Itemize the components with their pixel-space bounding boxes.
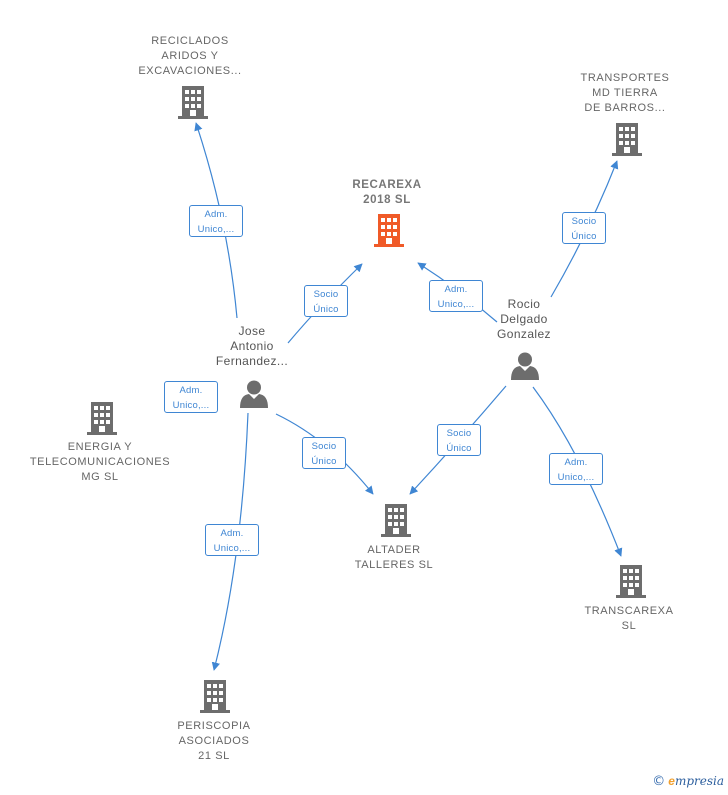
building-icon (178, 86, 208, 119)
company-label-energia[interactable]: ENERGIA Y TELECOMUNICACIONES MG SL (29, 441, 171, 483)
edge-label-jose-periscopia[interactable]: Adm. Unico,... (205, 524, 259, 556)
company-label-transportes[interactable]: TRANSPORTES MD TIERRA DE BARROS... (580, 72, 670, 114)
building-icon (612, 123, 642, 156)
building-icon (87, 402, 117, 435)
person-icon (511, 352, 539, 380)
edge-label-jose-altader[interactable]: Socio Único (302, 437, 346, 469)
edge-label-rocio-transportes[interactable]: Socio Único (562, 212, 606, 244)
copyright-icon: © (652, 774, 666, 789)
edge-label-rocio-altader[interactable]: Socio Único (437, 424, 481, 456)
edge-label-jose-energia[interactable]: Adm. Unico,... (164, 381, 218, 413)
edge-label-rocio-transcarexa[interactable]: Adm. Unico,... (549, 453, 603, 485)
company-label-transcarexa[interactable]: TRANSCAREXA SL (584, 605, 674, 632)
company-label-reciclados[interactable]: RECICLADOS ARIDOS Y EXCAVACIONES... (138, 35, 242, 77)
brand-logo-text: mpresia (674, 774, 724, 788)
company-label-altader[interactable]: ALTADER TALLERES SL (354, 544, 434, 571)
edge-label-jose-reciclados[interactable]: Adm. Unico,... (189, 205, 243, 237)
brand-footer: ©empresia (652, 774, 724, 789)
company-label-periscopia[interactable]: PERISCOPIA ASOCIADOS 21 SL (177, 720, 251, 762)
building-icon (616, 565, 646, 598)
brand-logo-initial: e (668, 774, 675, 788)
edge-label-rocio-recarexa[interactable]: Adm. Unico,... (429, 280, 483, 312)
building-icon (200, 680, 230, 713)
person-label-rocio[interactable]: Rocio Delgado Gonzalez (497, 297, 551, 341)
person-label-jose[interactable]: Jose Antonio Fernandez... (215, 324, 289, 368)
building-icon (381, 504, 411, 537)
company-label-recarexa[interactable]: RECAREXA 2018 SL (352, 179, 422, 206)
edge-label-jose-recarexa[interactable]: Socio Único (304, 285, 348, 317)
person-icon (240, 380, 268, 408)
building-icon-main (374, 214, 404, 247)
